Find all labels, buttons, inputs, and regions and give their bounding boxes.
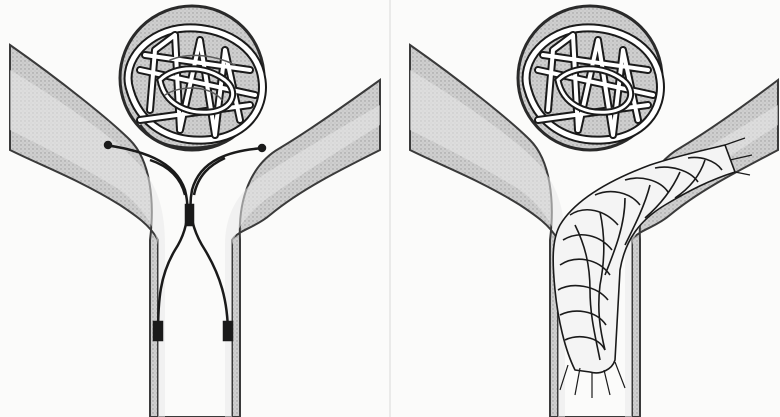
left-panel	[10, 6, 380, 417]
right-panel	[410, 6, 778, 417]
stent-icon	[553, 138, 752, 398]
